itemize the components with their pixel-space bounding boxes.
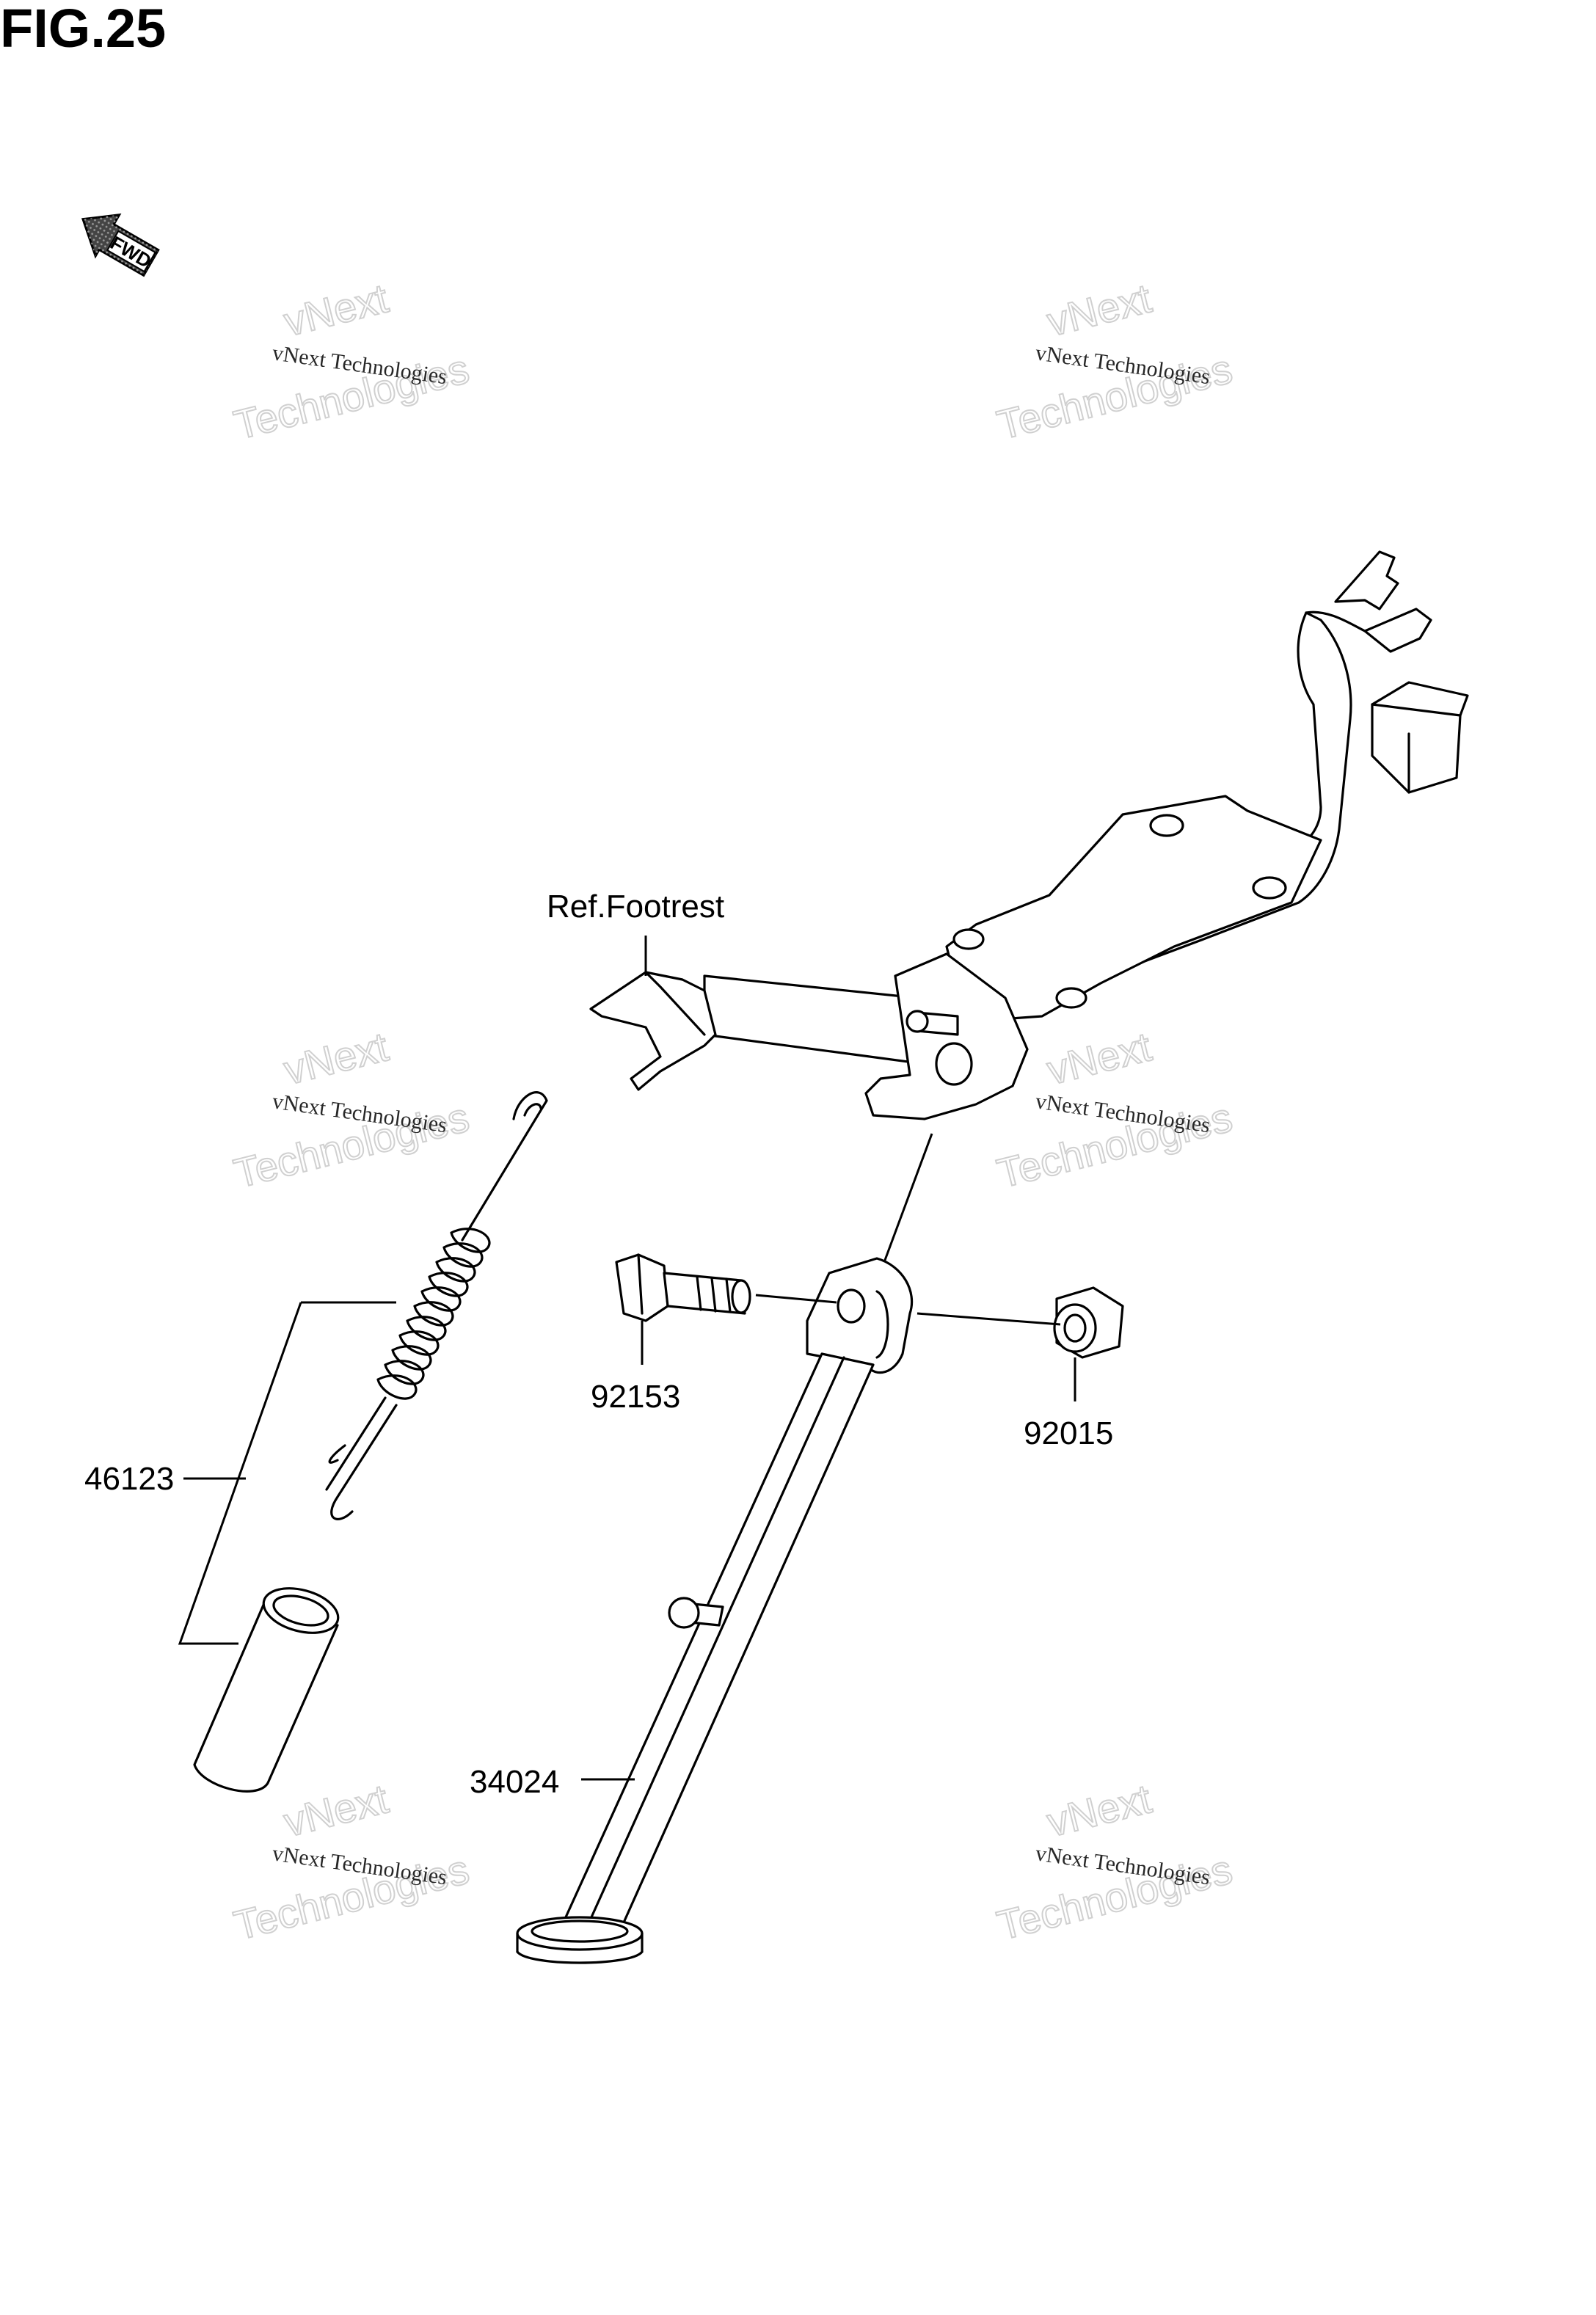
watermark-word: vNext	[280, 1775, 393, 1845]
side-stand-part	[516, 1257, 914, 1964]
watermark: vNext Technologies vNext Technologies vN…	[229, 274, 1237, 1949]
label-ref-footrest: Ref.Footrest	[547, 889, 724, 925]
watermark-word: vNext	[280, 1023, 393, 1093]
label-part-92153: 92153	[591, 1379, 680, 1415]
forward-arrow-icon: FWD	[81, 213, 160, 277]
figure-title: FIG.25	[0, 0, 166, 59]
watermark-word: vNext	[1043, 1023, 1156, 1093]
label-part-92015: 92015	[1024, 1415, 1113, 1451]
footrest-frame	[589, 550, 1469, 1120]
spring-coils	[376, 1228, 491, 1400]
label-part-46123: 46123	[84, 1461, 174, 1497]
watermark-word: vNext	[280, 274, 393, 345]
watermark-word: vNext	[1043, 274, 1156, 345]
leader-lines	[178, 936, 1076, 1781]
watermark-word: vNext	[1043, 1775, 1156, 1845]
spring-part	[325, 1091, 548, 1520]
label-part-34024: 34024	[470, 1764, 559, 1800]
collar-part	[193, 1587, 340, 1793]
nut-part	[1053, 1286, 1124, 1359]
bolt-part	[615, 1253, 751, 1322]
